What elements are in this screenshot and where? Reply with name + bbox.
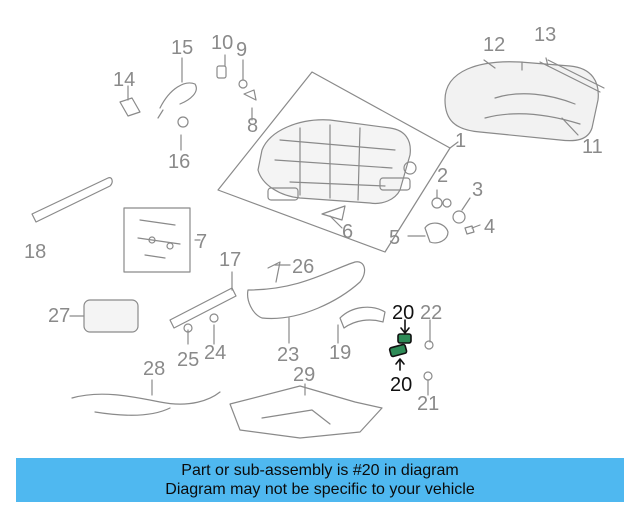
hardware-kit (123, 207, 191, 273)
callout-8: 8 (247, 115, 259, 137)
callout-12: 12 (483, 34, 506, 56)
callout-11: 11 (582, 136, 603, 158)
parts-diagram (31, 54, 605, 439)
callout-28: 28 (143, 358, 166, 380)
callout-17: 17 (219, 249, 242, 271)
small-parts-21-22 (423, 340, 434, 381)
callout-13: 13 (534, 24, 557, 46)
callout-3: 3 (472, 179, 484, 201)
callout-23: 23 (277, 344, 300, 366)
callout-16: 16 (168, 151, 191, 173)
leader-lines (69, 54, 579, 396)
callout-1: 1 (455, 130, 467, 152)
callout-26: 26 (292, 256, 315, 278)
seat-frame-assembly (217, 71, 451, 253)
banner-line-part: Part or sub-assembly is #20 in diagram (181, 462, 459, 479)
callout-19: 19 (329, 342, 352, 364)
callout-15: 15 (171, 37, 194, 59)
callout-10: 10 (211, 32, 234, 54)
banner-line-disclaimer: Diagram may not be specific to your vehi… (165, 481, 475, 498)
seat-cushion (444, 59, 605, 142)
callout-2: 2 (437, 165, 449, 187)
callout-25: 25 (177, 349, 200, 371)
callout-29: 29 (293, 364, 316, 386)
callout-20-bottom: 20 (390, 374, 413, 396)
part-20-highlight (388, 319, 412, 371)
wiring-harness (71, 385, 383, 439)
callout-6: 6 (342, 221, 354, 243)
callout-27: 27 (48, 305, 71, 327)
callout-7: 7 (196, 231, 208, 253)
callout-4: 4 (484, 216, 496, 238)
callout-21: 21 (417, 393, 440, 415)
callout-14: 14 (113, 69, 136, 91)
callout-22: 22 (420, 302, 443, 324)
callout-9: 9 (236, 39, 248, 61)
callout-18: 18 (24, 241, 47, 263)
mechanism-parts (321, 197, 475, 244)
callout-24: 24 (204, 342, 227, 364)
upper-left-parts (119, 65, 257, 128)
callout-20-top: 20 (392, 302, 415, 324)
info-banner: Part or sub-assembly is #20 in diagram D… (16, 458, 624, 502)
trim-bar (31, 177, 113, 223)
callout-5: 5 (389, 227, 401, 249)
lower-parts (83, 261, 386, 333)
